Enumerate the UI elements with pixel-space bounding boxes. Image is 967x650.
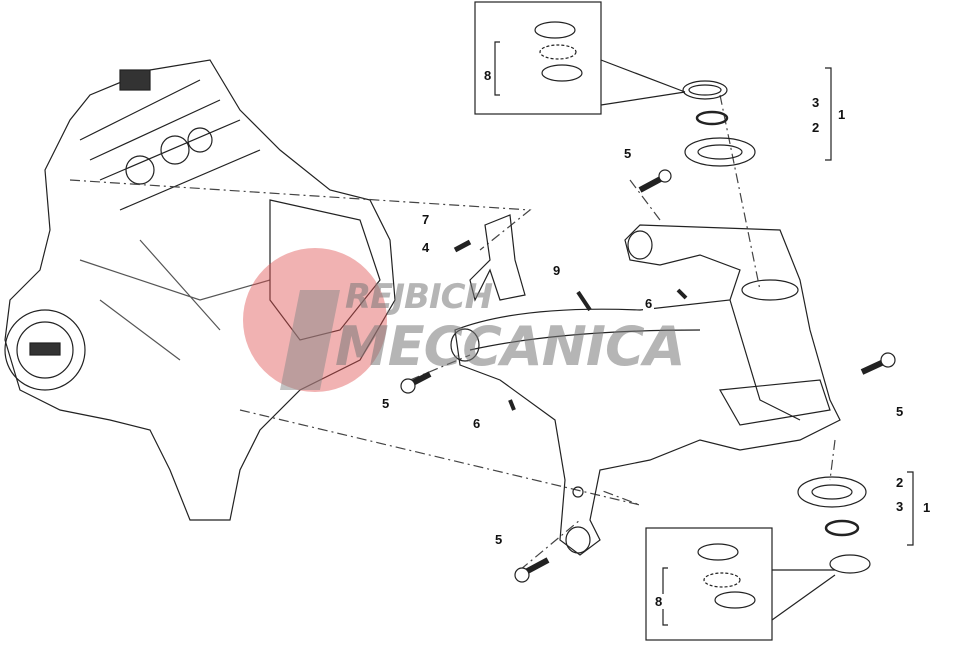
callout-3-bottom: 3 [894, 499, 906, 514]
callout-6-left: 6 [471, 416, 483, 431]
callout-5-top: 5 [622, 146, 634, 161]
bracket [469, 214, 526, 302]
callout-9: 9 [551, 263, 563, 278]
leader-lines [69, 94, 836, 571]
top-inset [474, 1, 686, 115]
callout-3-top: 3 [810, 95, 822, 110]
bottom-inset [645, 527, 836, 641]
callout-4: 4 [420, 240, 432, 255]
callout-5-left: 5 [380, 396, 392, 411]
watermark-logo [243, 248, 387, 392]
engine-block [4, 59, 396, 521]
callout-8-bottom: 8 [653, 594, 665, 609]
callout-5-bottom: 5 [493, 532, 505, 547]
callout-8-top: 8 [482, 68, 494, 83]
callout-2-top: 2 [810, 120, 822, 135]
callout-7: 7 [420, 212, 432, 227]
bottom-bearings [797, 471, 914, 574]
callout-1-bottom: 1 [921, 500, 933, 515]
frame [450, 224, 841, 556]
callout-5-right: 5 [894, 404, 906, 419]
watermark-text-line1: REJBICH [345, 277, 493, 317]
bolts [400, 169, 896, 583]
callout-6-right: 6 [643, 296, 655, 311]
top-bearings [682, 67, 832, 167]
callout-1-top: 1 [836, 107, 848, 122]
watermark-text-line2: MECCANICA [335, 315, 685, 378]
callout-2-bottom: 2 [894, 475, 906, 490]
